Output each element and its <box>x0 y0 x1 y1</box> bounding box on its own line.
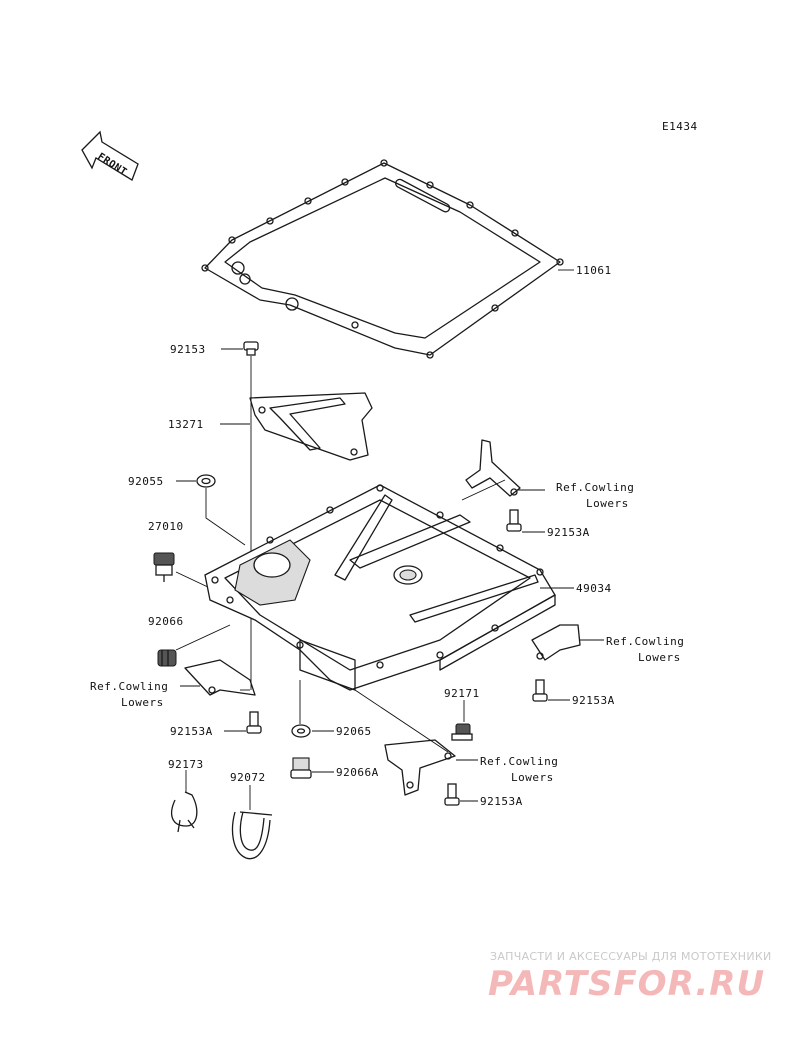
label-92066a: 92066A <box>336 766 379 779</box>
diagram-code: E1434 <box>662 120 698 133</box>
washer-92065 <box>291 724 311 738</box>
label-92065: 92065 <box>336 725 372 738</box>
ref-cowling-3-line1: Ref.Cowling <box>90 680 168 693</box>
ref-cowling-2-line1: Ref.Cowling <box>606 635 684 648</box>
bolt-92153a-right-top <box>506 509 522 532</box>
label-92173: 92173 <box>168 758 204 771</box>
clip-92171 <box>451 723 473 741</box>
label-92066: 92066 <box>148 615 184 628</box>
label-92171: 92171 <box>444 687 480 700</box>
ref-cowling-4-line2: Lowers <box>511 771 554 784</box>
label-92072: 92072 <box>230 771 266 784</box>
front-arrow-icon: FRONT <box>81 130 139 181</box>
label-13271: 13271 <box>168 418 204 431</box>
band-92072 <box>231 811 273 860</box>
oil-pressure-switch <box>153 552 175 582</box>
ref-cowling-4-line1: Ref.Cowling <box>480 755 558 768</box>
bolt-92153a-bottom <box>444 783 460 806</box>
hose-clamp-92173 <box>171 791 198 833</box>
cowling-bracket-right <box>531 624 581 661</box>
watermark-brand: PARTSFOR.RU <box>488 964 766 1004</box>
ref-cowling-3-line2: Lowers <box>121 696 164 709</box>
watermark-tagline: ЗАПЧАСТИ И АКСЕССУАРЫ ДЛЯ МОТОТЕХНИКИ <box>490 950 772 963</box>
bolt-92153a-left <box>246 711 262 734</box>
bolt-92153 <box>243 341 259 356</box>
plug-92066 <box>157 649 177 667</box>
label-49034: 49034 <box>576 582 612 595</box>
label-92153a-bottom: 92153A <box>480 795 523 808</box>
label-92153a-left: 92153A <box>170 725 213 738</box>
label-11061: 11061 <box>576 264 612 277</box>
cowling-bracket-left <box>184 659 256 696</box>
label-92153: 92153 <box>170 343 206 356</box>
oil-pan-gasket <box>201 159 564 359</box>
label-27010: 27010 <box>148 520 184 533</box>
cowling-bracket-bottom <box>384 739 456 796</box>
oil-pan <box>204 484 556 691</box>
ref-cowling-2-line2: Lowers <box>638 651 681 664</box>
ref-cowling-1-line1: Ref.Cowling <box>556 481 634 494</box>
label-92153a-right-mid: 92153A <box>572 694 615 707</box>
drain-plug-92066a <box>290 757 312 779</box>
label-92153a-right-top: 92153A <box>547 526 590 539</box>
bolt-92153a-right-mid <box>532 679 548 702</box>
baffle-plate <box>249 392 373 461</box>
washer-92055 <box>196 474 216 488</box>
label-92055: 92055 <box>128 475 164 488</box>
cowling-bracket-top <box>465 439 521 497</box>
ref-cowling-1-line2: Lowers <box>586 497 629 510</box>
